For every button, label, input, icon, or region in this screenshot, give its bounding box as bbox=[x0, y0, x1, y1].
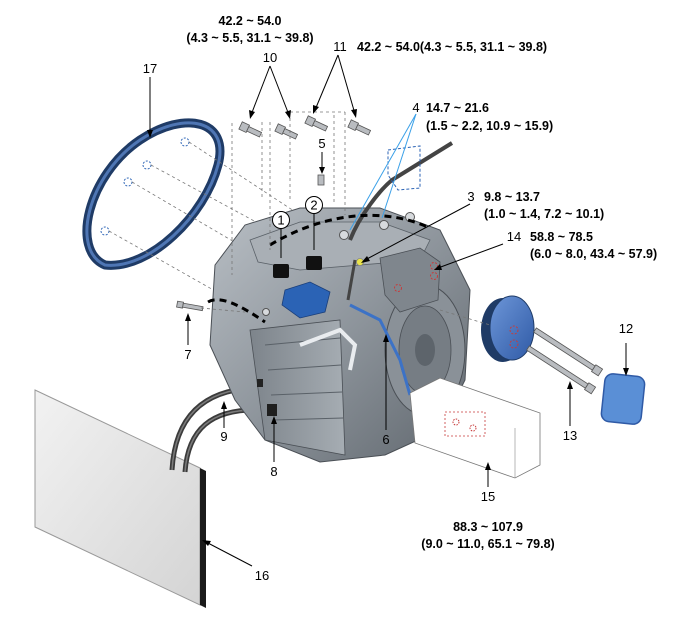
torque-4-line1: 14.7 ~ 21.6 bbox=[426, 101, 489, 115]
long-bolts-13 bbox=[526, 327, 604, 395]
torque-15-line1: 88.3 ~ 107.9 bbox=[453, 520, 523, 534]
mount-bracket-15 bbox=[409, 377, 541, 479]
callout-17: 17 bbox=[143, 61, 157, 76]
torque-14-line1: 58.8 ~ 78.5 bbox=[530, 230, 593, 244]
callout-11: 11 bbox=[333, 39, 347, 54]
callout-1: 1 bbox=[277, 213, 284, 228]
bracket-4-outline bbox=[387, 145, 421, 191]
pulley bbox=[481, 295, 535, 362]
torque-14-line2: (6.0 ~ 8.0, 43.4 ~ 57.9) bbox=[530, 247, 657, 261]
oil-cooler-panel bbox=[34, 389, 206, 608]
callout-4: 4 bbox=[412, 100, 419, 115]
torque-10-line1: 42.2 ~ 54.0 bbox=[219, 14, 282, 28]
callout-8: 8 bbox=[270, 464, 277, 479]
bolts-11 bbox=[304, 115, 372, 136]
drive-belt bbox=[82, 118, 225, 270]
callout-14: 14 bbox=[507, 229, 521, 244]
bolt-5 bbox=[317, 174, 325, 186]
callout-16: 16 bbox=[255, 568, 269, 583]
cover-plate-12 bbox=[600, 373, 646, 425]
pulley-projection bbox=[439, 309, 491, 326]
side-dashed-outline bbox=[207, 298, 266, 324]
callout-7: 7 bbox=[184, 347, 191, 362]
bolts-10 bbox=[238, 121, 299, 140]
solenoid-connectors bbox=[273, 256, 322, 278]
callout-13: 13 bbox=[563, 428, 577, 443]
torque-11: 42.2 ~ 54.0(4.3 ~ 5.5, 31.1 ~ 39.8) bbox=[357, 40, 547, 54]
callout-5: 5 bbox=[318, 136, 325, 151]
torque-4-line2: (1.5 ~ 2.2, 10.9 ~ 15.9) bbox=[426, 119, 553, 133]
leader-lines bbox=[147, 54, 629, 567]
bolt-projection-lines bbox=[200, 111, 346, 313]
callout-circle-1 bbox=[272, 211, 290, 229]
callout-3: 3 bbox=[467, 189, 474, 204]
torque-15-line2: (9.0 ~ 11.0, 65.1 ~ 79.8) bbox=[421, 537, 554, 551]
callout-9: 9 bbox=[220, 429, 227, 444]
callout-10: 10 bbox=[263, 50, 277, 65]
callout-circle-2 bbox=[305, 196, 323, 214]
callout-2: 2 bbox=[310, 198, 317, 213]
top-dashed-outline bbox=[269, 213, 431, 247]
callout-6: 6 bbox=[382, 432, 389, 447]
torque-10-line2: (4.3 ~ 5.5, 31.1 ~ 39.8) bbox=[186, 31, 313, 45]
torque-3-line1: 9.8 ~ 13.7 bbox=[484, 190, 540, 204]
callout-15: 15 bbox=[481, 489, 495, 504]
bolt-7 bbox=[176, 300, 204, 312]
torque-3-line2: (1.0 ~ 1.4, 7.2 ~ 10.1) bbox=[484, 207, 604, 221]
callout-12: 12 bbox=[619, 321, 633, 336]
